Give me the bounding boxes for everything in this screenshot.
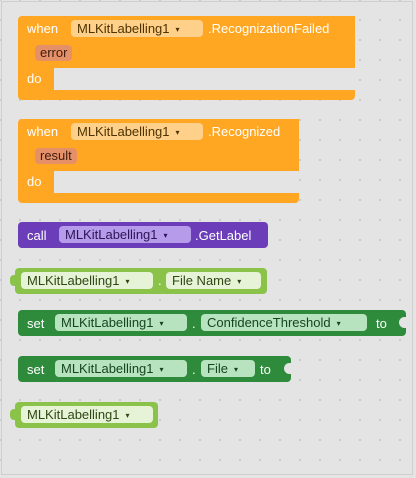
dropdown-arrow-icon: ▾ bbox=[175, 128, 180, 137]
component-dropdown[interactable]: MLKitLabelling1 ▾ bbox=[71, 20, 203, 37]
component-name: MLKitLabelling1 bbox=[77, 21, 170, 36]
output-plug bbox=[10, 275, 15, 286]
dot-separator: . bbox=[158, 273, 162, 288]
property-dropdown[interactable]: ConfidenceThreshold ▾ bbox=[201, 314, 367, 331]
component-name: MLKitLabelling1 bbox=[77, 124, 170, 139]
dropdown-arrow-icon: ▾ bbox=[336, 319, 341, 328]
to-label: to bbox=[376, 316, 387, 331]
component-dropdown[interactable]: MLKitLabelling1 ▾ bbox=[21, 272, 153, 289]
value-socket[interactable] bbox=[399, 317, 407, 328]
do-label: do bbox=[27, 174, 42, 189]
do-statement-slot[interactable] bbox=[54, 68, 355, 90]
component-name: MLKitLabelling1 bbox=[27, 407, 120, 422]
property-dropdown[interactable]: File ▾ bbox=[201, 360, 255, 377]
dropdown-arrow-icon: ▾ bbox=[159, 365, 164, 374]
component-dropdown[interactable]: MLKitLabelling1 ▾ bbox=[21, 406, 153, 423]
dropdown-arrow-icon: ▾ bbox=[175, 25, 180, 34]
event-footer bbox=[18, 193, 299, 203]
dot-separator: . bbox=[192, 316, 196, 331]
method-name: .GetLabel bbox=[195, 228, 252, 243]
set-label: set bbox=[27, 362, 45, 377]
event-name: .RecognizationFailed bbox=[208, 21, 330, 36]
param-error[interactable]: error bbox=[35, 45, 73, 61]
call-label: call bbox=[27, 228, 47, 243]
param-result[interactable]: result bbox=[35, 148, 77, 164]
dropdown-arrow-icon: ▾ bbox=[159, 319, 164, 328]
event-name: .Recognized bbox=[208, 124, 281, 139]
set-label: set bbox=[27, 316, 45, 331]
component-name: MLKitLabelling1 bbox=[61, 315, 154, 330]
dropdown-arrow-icon: ▾ bbox=[237, 277, 242, 286]
do-statement-slot[interactable] bbox=[54, 171, 299, 193]
dot-separator: . bbox=[192, 362, 196, 377]
event-left-rail bbox=[18, 171, 54, 193]
property-name: File bbox=[207, 361, 228, 376]
to-label: to bbox=[260, 362, 271, 377]
property-name: ConfidenceThreshold bbox=[207, 315, 331, 330]
component-name: MLKitLabelling1 bbox=[65, 227, 158, 242]
component-dropdown[interactable]: MLKitLabelling1 ▾ bbox=[59, 226, 191, 243]
dropdown-arrow-icon: ▾ bbox=[125, 277, 130, 286]
component-dropdown[interactable]: MLKitLabelling1 ▾ bbox=[71, 123, 203, 140]
component-name: MLKitLabelling1 bbox=[61, 361, 154, 376]
event-left-rail bbox=[18, 68, 54, 90]
component-name: MLKitLabelling1 bbox=[27, 273, 120, 288]
dropdown-arrow-icon: ▾ bbox=[233, 365, 238, 374]
value-socket[interactable] bbox=[284, 363, 292, 374]
dropdown-arrow-icon: ▾ bbox=[125, 411, 130, 420]
dropdown-arrow-icon: ▾ bbox=[163, 231, 168, 240]
property-dropdown[interactable]: File Name ▾ bbox=[166, 272, 261, 289]
component-dropdown[interactable]: MLKitLabelling1 ▾ bbox=[55, 314, 187, 331]
when-label: when bbox=[27, 21, 59, 36]
property-name: File Name bbox=[172, 273, 232, 288]
do-label: do bbox=[27, 71, 42, 86]
output-plug bbox=[10, 409, 15, 420]
event-footer bbox=[18, 90, 355, 100]
component-dropdown[interactable]: MLKitLabelling1 ▾ bbox=[55, 360, 187, 377]
when-label: when bbox=[27, 124, 59, 139]
